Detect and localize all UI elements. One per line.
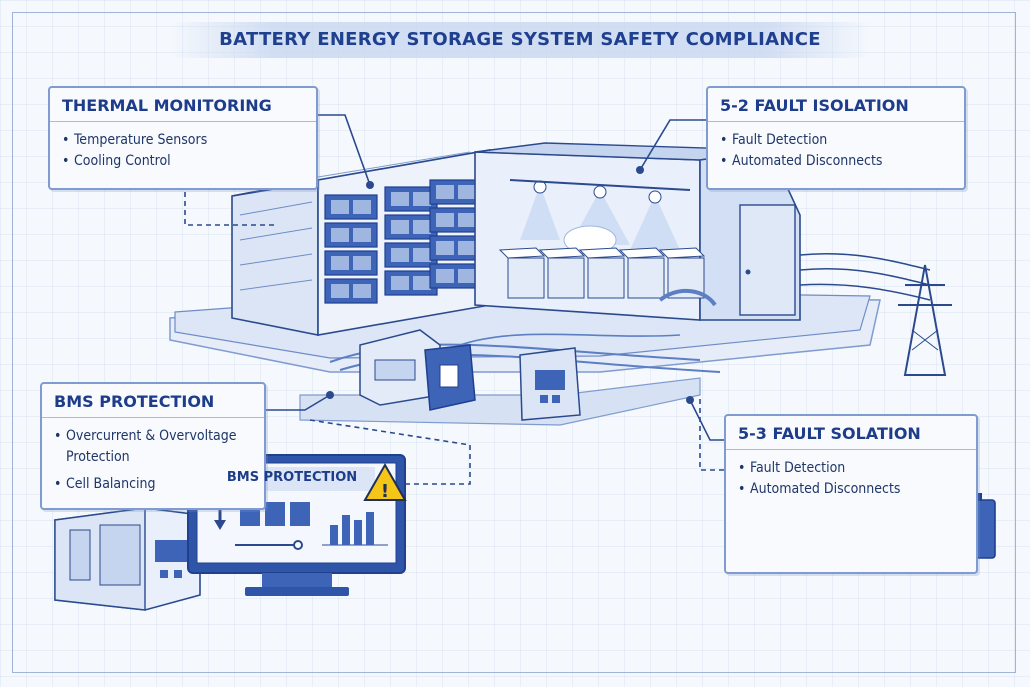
leader-lines — [184, 114, 724, 485]
card-list: Temperature Sensors Cooling Control — [50, 122, 316, 172]
card-title: THERMAL MONITORING — [50, 88, 316, 122]
battery-rack-module — [324, 278, 378, 304]
list-item: Overcurrent & Overvoltage Protection — [54, 426, 252, 468]
battery-rack-module — [429, 179, 483, 205]
list-item: Fault Detection — [720, 130, 952, 151]
battery-rack-module — [429, 207, 483, 233]
battery-module — [618, 247, 666, 299]
battery-rack-module — [384, 270, 438, 296]
fire-suppression-sprinklers — [509, 179, 691, 255]
battery-rack-module — [384, 214, 438, 240]
list-item: Automated Disconnects — [720, 151, 952, 172]
battery-racks — [324, 179, 483, 304]
battery-rack-module — [429, 235, 483, 261]
card-title: 5-3 FAULT SOLATION — [726, 416, 976, 450]
battery-rack-module — [384, 186, 438, 212]
card-list: Fault Detection Automated Disconnects — [708, 122, 964, 172]
battery-module — [498, 247, 546, 299]
battery-rack-module — [324, 194, 378, 220]
battery-rack-module — [324, 222, 378, 248]
battery-rack-module — [384, 242, 438, 268]
list-item: Automated Disconnects — [738, 479, 964, 500]
list-item: Cell Balancing — [54, 474, 252, 495]
card-list: Fault Detection Automated Disconnects — [726, 450, 976, 500]
warning-icon: ! — [363, 462, 407, 502]
thermal-monitoring-card: THERMAL MONITORING Temperature Sensors C… — [48, 86, 318, 190]
card-title: BMS PROTECTION — [42, 384, 264, 418]
card-title: 5-2 FAULT ISOLATION — [708, 88, 964, 122]
battery-module — [538, 247, 586, 299]
transmission-tower-icon — [799, 252, 952, 376]
list-item: Fault Detection — [738, 458, 964, 479]
battery-module — [578, 247, 626, 299]
bms-cabinet — [54, 507, 201, 611]
fault-isolation-5-3-card: 5-3 FAULT SOLATION Fault Detection Autom… — [724, 414, 978, 574]
battery-rack-module — [324, 250, 378, 276]
list-item: Temperature Sensors — [62, 130, 304, 151]
fault-isolation-5-2-card: 5-2 FAULT ISOLATION Fault Detection Auto… — [706, 86, 966, 190]
page-title: BATTERY ENERGY STORAGE SYSTEM SAFETY COM… — [170, 22, 870, 58]
list-item: Cooling Control — [62, 151, 304, 172]
monitor-screen-title: BMS PROTECTION — [226, 470, 358, 485]
battery-modules-right — [498, 247, 706, 299]
inverter-units — [359, 329, 581, 421]
card-list: Overcurrent & Overvoltage Protection Cel… — [42, 418, 264, 495]
bms-protection-card: BMS PROTECTION Overcurrent & Overvoltage… — [40, 382, 266, 510]
list-item-line: Protection — [66, 449, 130, 465]
right-container — [474, 142, 801, 321]
svg-text:!: ! — [381, 481, 389, 502]
list-item-line: Overcurrent & Overvoltage — [66, 428, 237, 444]
